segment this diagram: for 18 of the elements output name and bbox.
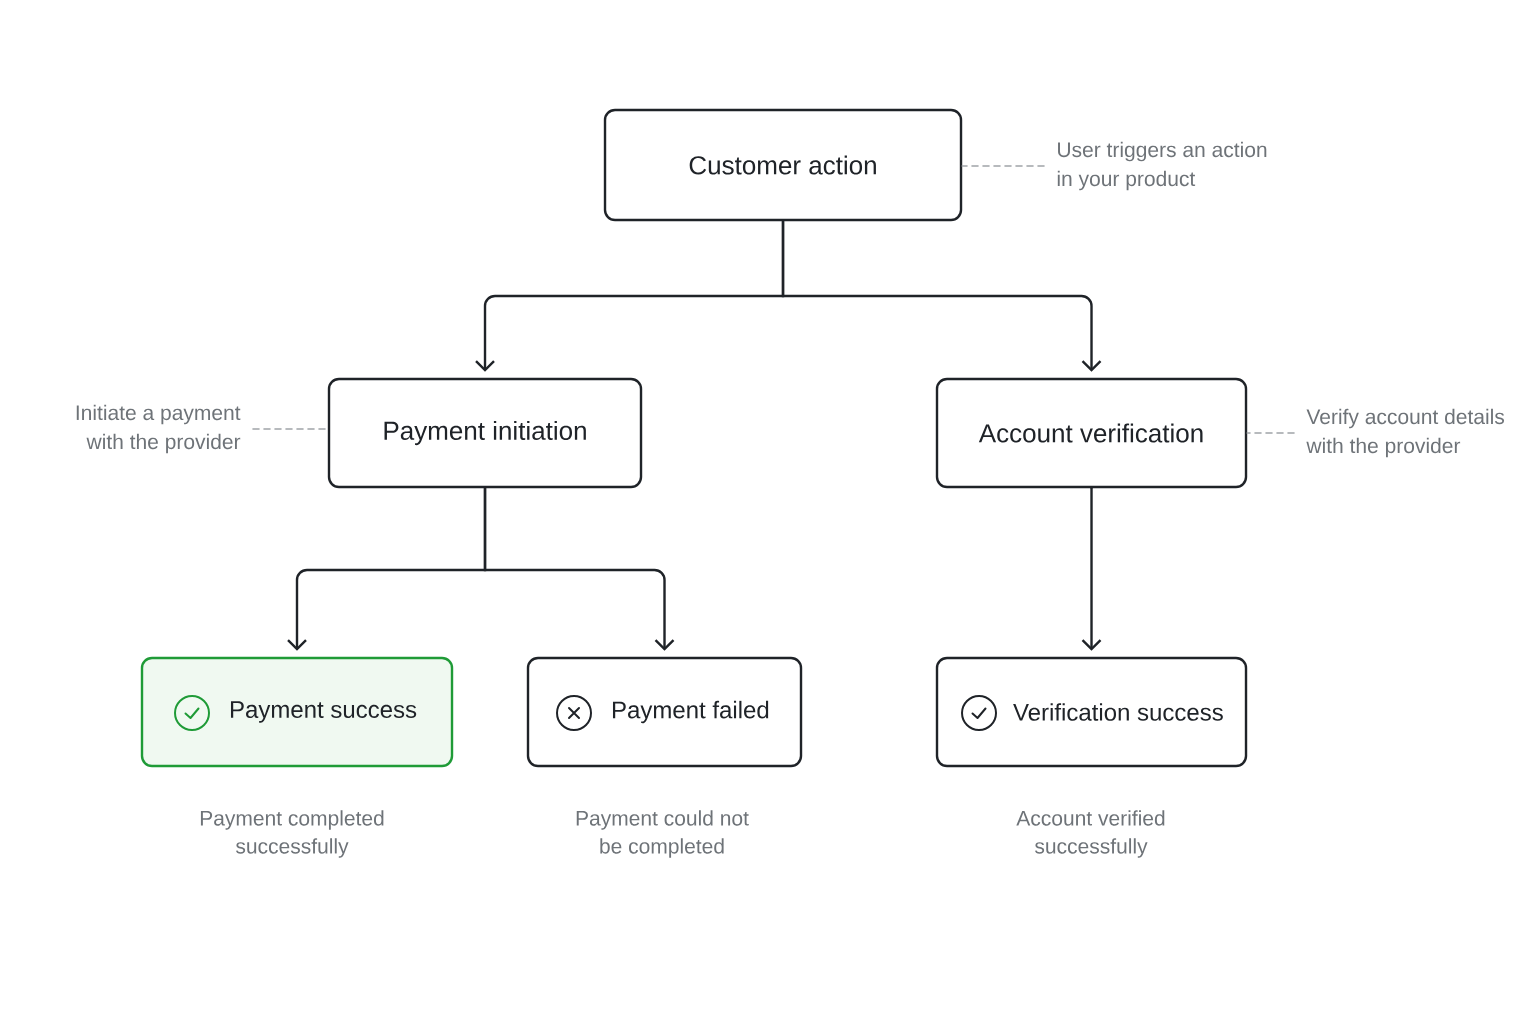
leader-line [1246, 432, 1295, 434]
arrow [1081, 487, 1102, 651]
caption-text: Payment completed successfully [200, 810, 384, 858]
caption-text: Payment could not be completed [576, 810, 749, 858]
arrow [483, 487, 675, 651]
arrow [781, 220, 1102, 372]
annotation-text: Verify account details with the provider [1306, 408, 1505, 458]
process-box: Payment initiation [327, 377, 643, 489]
process-box: Customer action [603, 108, 963, 222]
process-box: Payment failed [526, 656, 803, 768]
caption-text: Account verified successfully [1016, 810, 1165, 858]
annotation-text: Initiate a payment with the provider [76, 404, 241, 454]
process-box: Verification success [935, 656, 1248, 768]
leader-line [961, 165, 1045, 167]
leader-line [252, 428, 329, 430]
annotation-text: User triggers an action in your product [1057, 141, 1267, 191]
process-box: Payment success [140, 656, 454, 768]
process-box: Account verification [935, 377, 1248, 489]
